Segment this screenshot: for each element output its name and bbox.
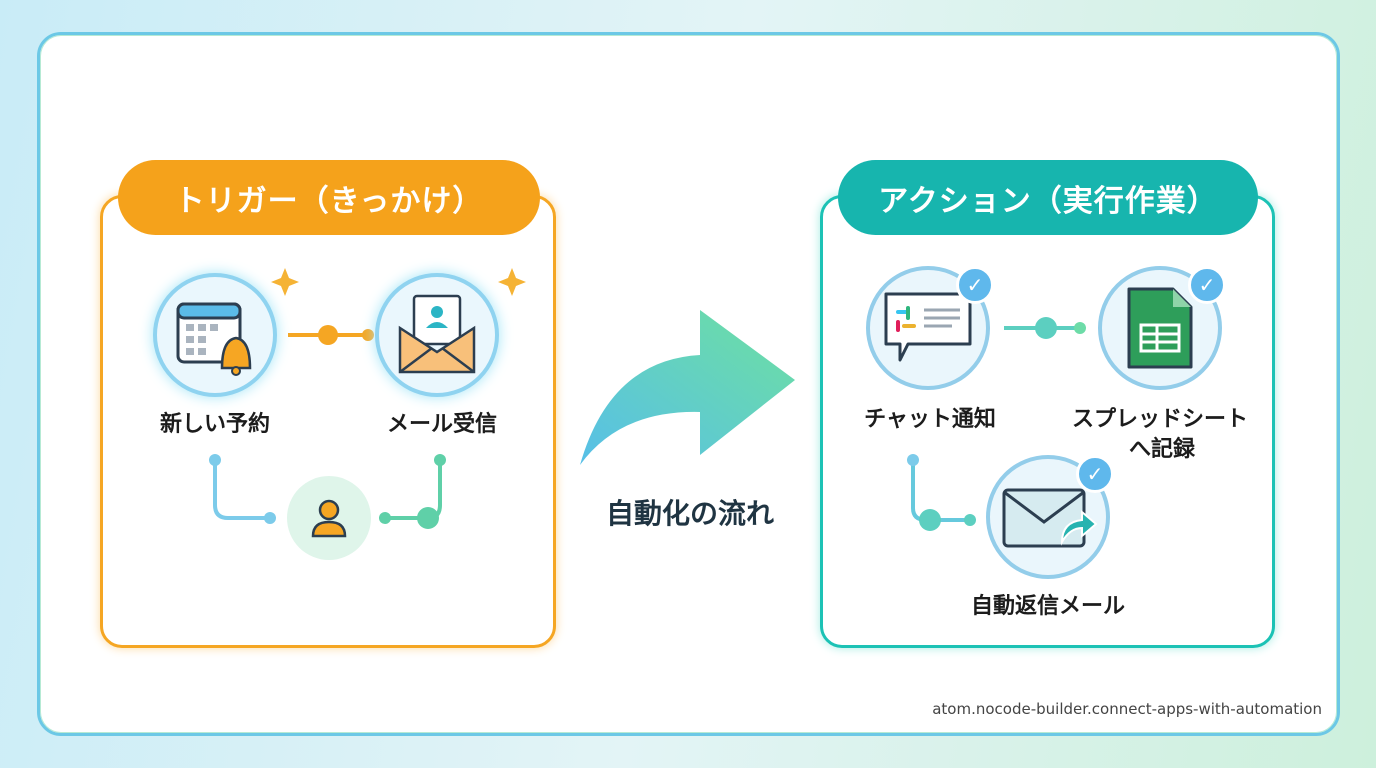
mail-received-node [375,273,499,397]
flow-label: 自動化の流れ [605,497,775,530]
check-badge-icon: ✓ [1188,266,1226,304]
spreadsheet-label-line2: へ記録 [1128,437,1196,462]
footer-source-text: atom.nocode-builder.connect-apps-with-au… [932,700,1322,718]
slack-chat-icon [884,292,972,362]
person-node [287,476,371,560]
spreadsheet-node: ✓ [1098,266,1226,390]
new-booking-node [153,273,277,397]
action-title: アクション（実行作業） [838,160,1258,235]
check-badge-icon: ✓ [1076,455,1114,493]
flow-arrow-icon [580,310,795,465]
check-badge-icon: ✓ [956,266,994,304]
spreadsheet-icon [1127,287,1193,369]
chat-notify-node: ✓ [866,266,994,390]
auto-reply-label: 自動返信メール [970,594,1126,619]
auto-reply-node: ✓ [986,455,1114,579]
trigger-panel [100,195,556,648]
chat-notify-label: チャット通知 [864,407,996,432]
new-booking-label: 新しい予約 [159,412,271,437]
calendar-bell-icon [176,302,252,376]
person-icon [311,499,347,538]
mail-received-label: メール受信 [386,412,498,437]
mail-forward-icon [1002,488,1098,548]
trigger-title: トリガー（きっかけ） [118,160,540,235]
spreadsheet-label-line1: スプレッドシート [1071,407,1249,432]
envelope-contact-icon [398,294,476,374]
